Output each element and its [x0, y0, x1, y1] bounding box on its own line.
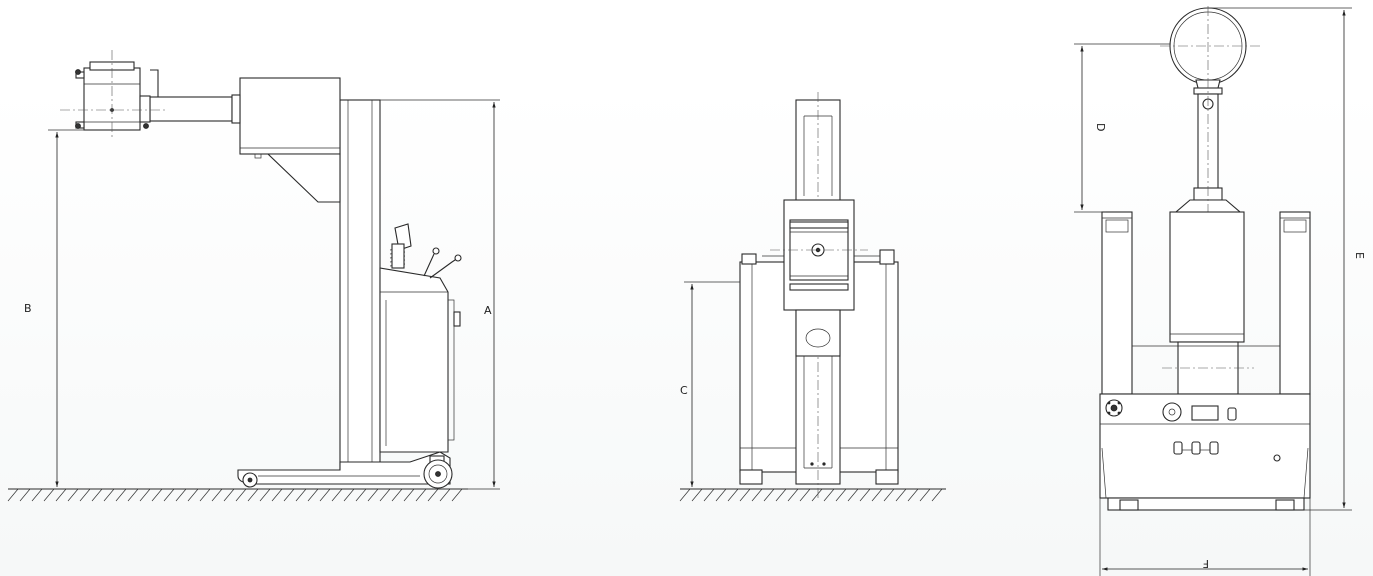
ground-hatch-line: [871, 488, 883, 502]
ground-hatch-line: [775, 488, 787, 502]
ground-hatch-line: [367, 488, 379, 502]
ground-hatch-line: [799, 488, 811, 502]
ground-hatch-line: [7, 488, 19, 502]
ground-hatch-line: [187, 488, 199, 502]
ground-hatch-line: [895, 488, 907, 502]
ground-hatch-line: [727, 488, 739, 502]
ground-hatch-line: [703, 488, 715, 502]
ground-hatch-line: [379, 488, 391, 502]
side-view: A B: [7, 50, 500, 502]
side-view-castor-rear: [242, 472, 258, 488]
ground-hatch-line: [739, 488, 751, 502]
ground-hatch-line: [787, 488, 799, 502]
side-view-hand-control: [389, 223, 412, 269]
side-view-bowl: [60, 50, 165, 140]
dimension-A-label: A: [484, 304, 492, 317]
ground-hatch-line: [439, 488, 451, 502]
side-view-arm: [149, 69, 241, 124]
side-view-lever: [423, 247, 462, 279]
ground-hatch-line: [283, 488, 295, 502]
ground-hatch-line: [859, 488, 871, 502]
ground-hatch-line: [691, 488, 703, 502]
top-view: D E F: [1074, 6, 1366, 576]
dimension-B: B: [24, 129, 84, 487]
ground-hatch-line: [679, 488, 691, 502]
side-view-mast: [339, 99, 381, 471]
ground-hatch-line: [715, 488, 727, 502]
ground-hatch-line: [223, 488, 235, 502]
ground-hatch-line: [67, 488, 79, 502]
ground-hatch-line: [259, 488, 271, 502]
ground-hatch-line: [847, 488, 859, 502]
ground-hatch-line: [355, 488, 367, 502]
ground-hatch-line: [151, 488, 163, 502]
ground-hatch-line: [931, 488, 943, 502]
ground-hatch-line: [763, 488, 775, 502]
dimension-F: F: [1099, 498, 1311, 576]
dimension-C: C: [680, 281, 740, 487]
top-view-display: [1191, 405, 1219, 421]
dimension-B-label: B: [24, 302, 32, 315]
front-view-carriage: [762, 199, 880, 311]
side-view-castor-front: [423, 455, 453, 489]
ground-hatch-line: [163, 488, 175, 502]
front-view-ground: [679, 488, 946, 502]
ground-hatch-line: [127, 488, 139, 502]
ground-hatch-line: [43, 488, 55, 502]
ground-hatch-line: [19, 488, 31, 502]
top-view-motor: [1162, 211, 1254, 395]
top-view-side-post-right: [1279, 211, 1311, 395]
top-view-bowl: [1160, 7, 1262, 89]
side-view-motor-housing: [239, 77, 341, 203]
ground-hatch-line: [199, 488, 211, 502]
ground-hatch-line: [835, 488, 847, 502]
side-view-control-cabinet: [379, 267, 461, 453]
ground-hatch-line: [919, 488, 931, 502]
ground-hatch-line: [307, 488, 319, 502]
ground-hatch-line: [271, 488, 283, 502]
ground-hatch-line: [415, 488, 427, 502]
ground-hatch-line: [235, 488, 247, 502]
dimension-C-label: C: [680, 384, 688, 397]
front-view-motor-plate: [795, 309, 841, 357]
ground-hatch-line: [211, 488, 223, 502]
top-view-speed-knob: [1162, 402, 1182, 422]
top-view-socket: [1105, 399, 1123, 417]
dimension-E-label: E: [1353, 252, 1366, 259]
ground-hatch-line: [907, 488, 919, 502]
dimension-E: E: [1208, 7, 1366, 511]
ground-hatch-line: [247, 488, 259, 502]
ground-hatch-line: [115, 488, 127, 502]
ground-hatch-line: [811, 488, 823, 502]
ground-hatch-line: [403, 488, 415, 502]
ground-hatch-line: [331, 488, 343, 502]
top-view-switches: [1173, 407, 1281, 462]
ground-hatch-line: [31, 488, 43, 502]
top-view-side-post-left: [1101, 211, 1133, 395]
ground-hatch-line: [103, 488, 115, 502]
ground-hatch-line: [55, 488, 67, 502]
ground-hatch-line: [175, 488, 187, 502]
ground-hatch-line: [751, 488, 763, 502]
ground-hatch-line: [295, 488, 307, 502]
ground-hatch-line: [91, 488, 103, 502]
ground-hatch-line: [427, 488, 439, 502]
ground-hatch-line: [391, 488, 403, 502]
dimension-F-label: F: [1203, 557, 1209, 570]
dimension-A: A: [380, 99, 500, 490]
front-view: C: [679, 92, 946, 502]
ground-hatch-line: [451, 488, 463, 502]
ground-hatch-line: [79, 488, 91, 502]
ground-hatch-line: [823, 488, 835, 502]
side-view-ground: [7, 488, 468, 502]
dimension-D: D: [1074, 43, 1170, 213]
ground-hatch-line: [343, 488, 355, 502]
dimension-D-label: D: [1094, 123, 1107, 131]
ground-hatch-line: [883, 488, 895, 502]
ground-hatch-line: [319, 488, 331, 502]
ground-hatch-line: [139, 488, 151, 502]
